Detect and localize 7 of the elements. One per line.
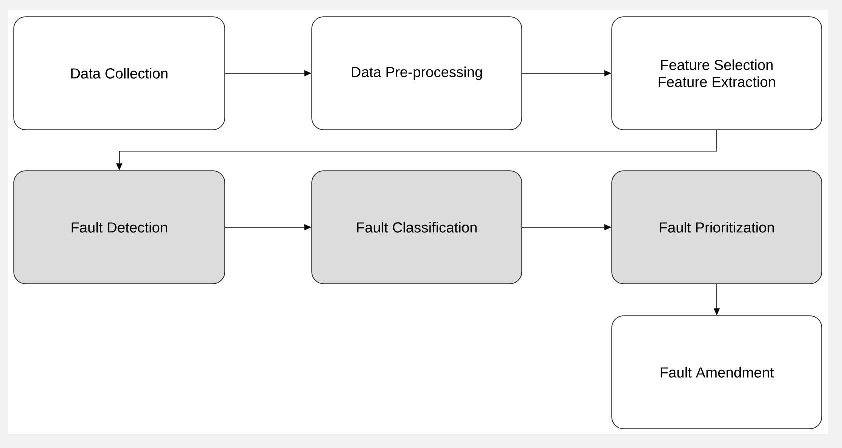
- process-box: Fault Prioritization: [612, 170, 822, 284]
- process-box: Feature Selection Feature Extraction: [612, 16, 822, 130]
- process-box: Data Collection: [14, 16, 226, 130]
- process-box: Fault Classification: [312, 170, 522, 284]
- process-box: Fault Detection: [14, 170, 226, 284]
- process-box: Fault Amendment: [612, 316, 822, 430]
- process-box: Data Pre-processing: [312, 16, 522, 130]
